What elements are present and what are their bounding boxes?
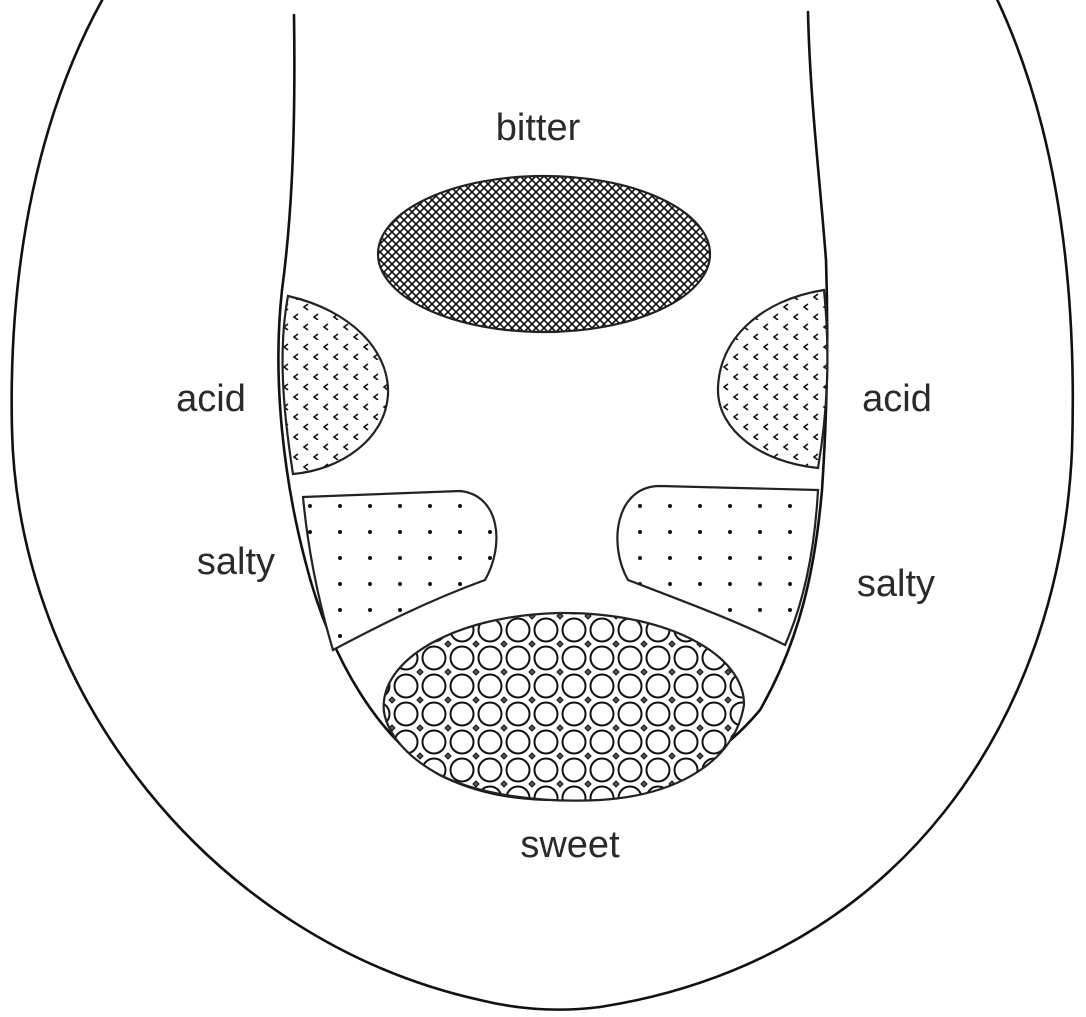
acid-label-right: acid — [862, 378, 932, 420]
acid-region-right — [718, 290, 827, 468]
salty-label-left: salty — [197, 541, 275, 583]
sweet-region — [384, 613, 744, 801]
acid-region-left — [283, 296, 389, 474]
salty-region-right — [617, 486, 818, 645]
sweet-label: sweet — [520, 824, 620, 866]
salty-region-left — [303, 491, 496, 650]
acid-label-left: acid — [176, 378, 246, 420]
salty-label-right: salty — [857, 563, 935, 605]
bitter-label: bitter — [496, 107, 581, 149]
bitter-region — [378, 176, 710, 332]
